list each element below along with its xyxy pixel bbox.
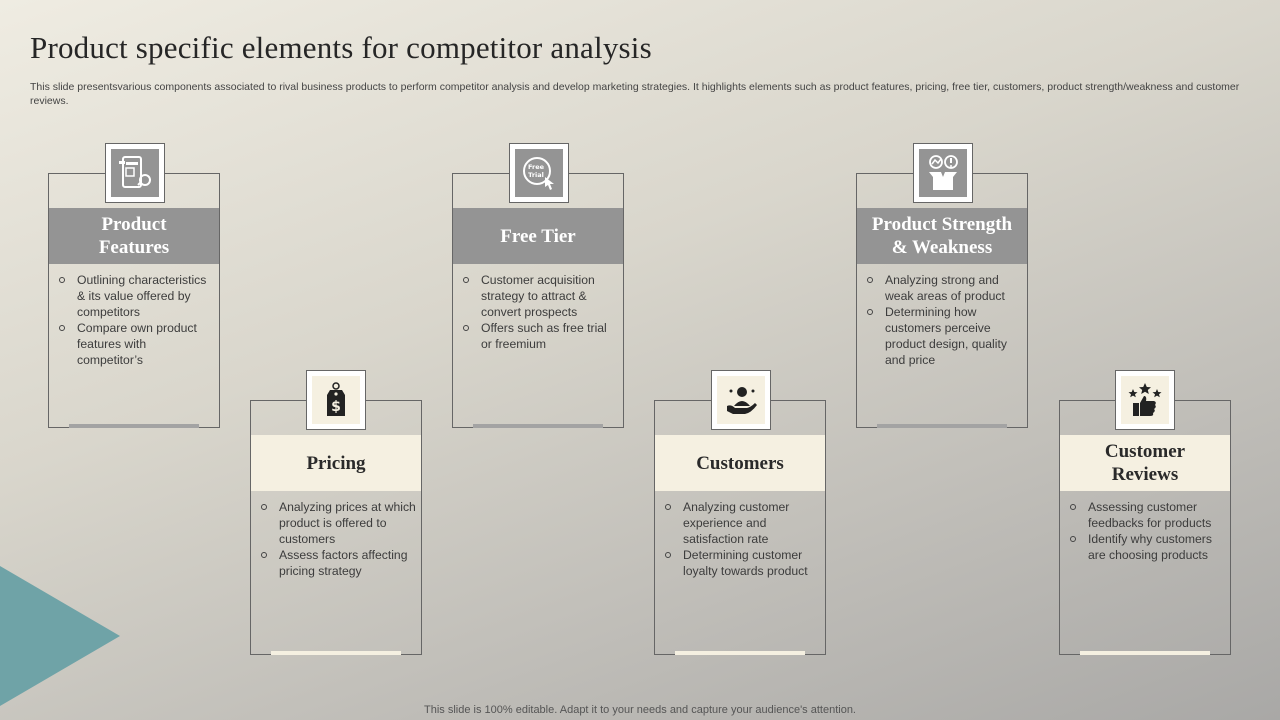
list-item: Determining customer loyalty towards pro… [665,547,820,579]
card-heading: Free Tier [453,208,623,264]
list-item: Analyzing customer experience and satisf… [665,499,820,547]
list-item: Analyzing strong and weak areas of produ… [867,272,1022,304]
card-pricing: Pricing Analyzing prices at which produc… [250,400,422,655]
card-strength-weakness: Product Strength& Weakness Analyzing str… [856,173,1028,428]
price-tag-icon: $ [327,382,345,416]
card-bottom-bar [473,424,603,428]
card-bottom-bar [271,651,401,655]
product-features-icon [119,156,151,188]
card-bottom-bar [69,424,199,428]
customer-hand-icon [727,387,757,414]
free-trial-icon: Free Trial [523,157,554,190]
list-item: Customer acquisition strategy to attract… [463,272,618,320]
card-heading: Customers [655,435,825,491]
icon-frame [105,143,165,203]
strength-weakness-icon [929,155,958,190]
svg-text:Free: Free [528,163,545,171]
icon-frame: $ [306,370,366,430]
svg-text:$: $ [331,399,341,415]
list-item: Offers such as free trial or freemium [463,320,618,352]
slide-footer: This slide is 100% editable. Adapt it to… [424,704,856,716]
list-item: Analyzing prices at which product is off… [261,499,416,547]
slide-title: Product specific elements for competitor… [30,30,652,65]
bullet-list: Analyzing prices at which product is off… [261,499,416,579]
svg-text:Trial: Trial [528,171,544,179]
card-bottom-bar [877,424,1007,428]
bullet-list: Analyzing strong and weak areas of produ… [867,272,1022,368]
card-bottom-bar [1080,651,1210,655]
decorative-triangle [0,566,120,706]
thumbs-up-stars-icon [1128,383,1162,416]
list-item: Assessing customer feedbacks for product… [1070,499,1225,531]
card-heading: Pricing [251,435,421,491]
list-item: Compare own product features with compet… [59,320,214,368]
bullet-list: Outlining characteristics & its value of… [59,272,214,368]
bullet-list: Customer acquisition strategy to attract… [463,272,618,352]
slide-subtitle: This slide presentsvarious components as… [30,81,1240,107]
card-customers: Customers Analyzing customer experience … [654,400,826,655]
icon-frame: Free Trial [509,143,569,203]
card-heading: Product Strength& Weakness [857,208,1027,264]
list-item: Determining how customers perceive produ… [867,304,1022,368]
card-bottom-bar [675,651,805,655]
icon-frame [711,370,771,430]
card-free-tier: Free Tier Customer acquisition strategy … [452,173,624,428]
list-item: Assess factors affecting pricing strateg… [261,547,416,579]
bullet-list: Assessing customer feedbacks for product… [1070,499,1225,563]
icon-frame [913,143,973,203]
list-item: Outlining characteristics & its value of… [59,272,214,320]
list-item: Identify why customers are choosing prod… [1070,531,1225,563]
icon-frame [1115,370,1175,430]
bullet-list: Analyzing customer experience and satisf… [665,499,820,579]
